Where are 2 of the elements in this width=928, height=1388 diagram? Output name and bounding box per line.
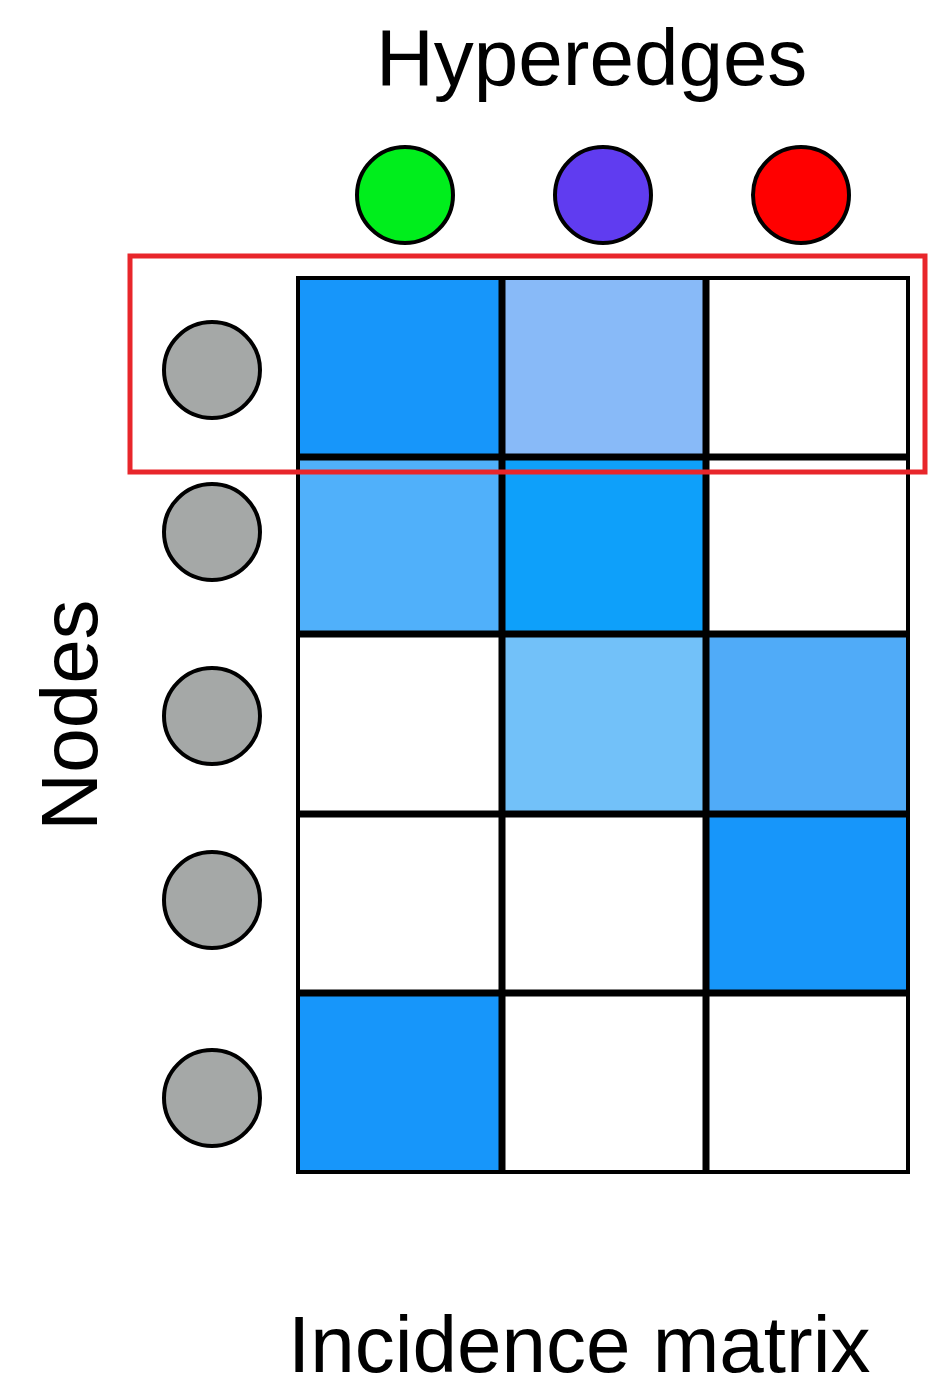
- caption-text: Incidence matrix: [288, 1305, 871, 1385]
- axis-title: Nodes: [30, 599, 110, 831]
